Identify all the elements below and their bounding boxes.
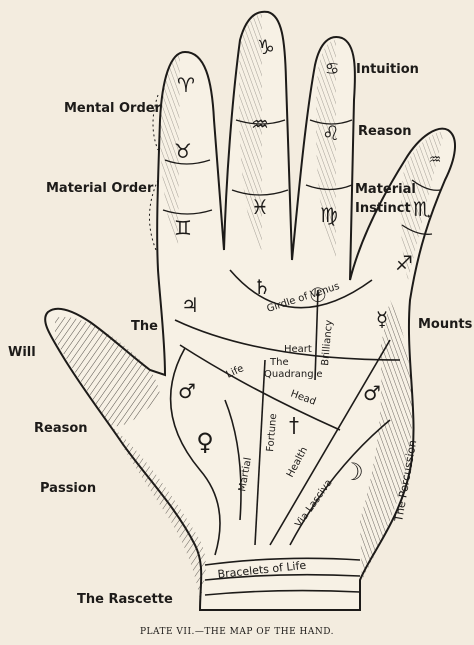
saturn-icon: ♄ (253, 275, 271, 299)
finger-joints (162, 119, 441, 235)
will-label: Will (8, 345, 36, 360)
dagger-icon: † (289, 413, 299, 437)
life-line (169, 347, 221, 556)
plate-caption: PLATE VII.—THE MAP OF THE HAND. (140, 627, 334, 637)
hand-outline (44, 10, 456, 611)
heart-label: Heart (284, 344, 312, 355)
aquarius-middle-icon: ♒ (251, 112, 269, 136)
moon-icon: ☽ (342, 458, 364, 486)
gemini-icon: ♊ (174, 216, 192, 240)
reason-top-label: Reason (358, 124, 412, 139)
quadrangle-label-1: The (269, 357, 289, 368)
intuition-label: Intuition (356, 62, 419, 77)
rascette-label: The Rascette (77, 592, 173, 607)
fortune-label: Fortune (265, 413, 279, 452)
mars-lower-icon: ♂ (363, 381, 381, 405)
head-line (179, 344, 341, 431)
pisces-icon: ♓ (251, 195, 269, 219)
venus-icon: ♀ (196, 428, 214, 456)
passion-label: Passion (40, 481, 96, 496)
sun-icon: ☉ (309, 283, 327, 307)
jupiter-icon: ♃ (181, 293, 199, 317)
girdle-of-venus-line (229, 269, 373, 309)
scorpio-icon: ♏ (413, 197, 431, 221)
aquarius-icon: ♋ (325, 59, 339, 78)
brilliancy-line (314, 289, 319, 381)
material-instinct-label-1: Material (355, 182, 416, 197)
reason-left-label: Reason (34, 421, 88, 436)
heart-line (174, 319, 401, 361)
sagittarius-icon: ♐ (395, 251, 413, 275)
mounts-label: Mounts (418, 317, 473, 332)
via-lasciva-line (289, 419, 391, 546)
the-label: The (131, 319, 158, 334)
mental-order-label: Mental Order (64, 101, 162, 116)
leo-icon: ♌ (322, 121, 340, 145)
mars-upper-icon: ♂ (178, 379, 196, 403)
bracelet-line-3 (204, 589, 361, 596)
aries-icon: ♈ (177, 73, 195, 97)
health-line (269, 339, 391, 546)
palm-shading-right (360, 300, 413, 580)
bracelet-line-2 (204, 573, 361, 581)
capricorn-icon: ♑ (257, 35, 275, 59)
material-order-label: Material Order (46, 181, 154, 196)
mercury-icon: ☿ (376, 307, 388, 331)
virgo-icon: ♍ (320, 203, 338, 227)
bracket-arcs (148, 94, 159, 251)
taurus-icon: ♉ (174, 139, 192, 163)
thumb-shading (55, 316, 160, 427)
martial-line (224, 399, 242, 521)
pisces-top-icon: ♒ (429, 152, 442, 168)
palm-lines (169, 269, 401, 596)
brilliancy-label: Brilliancy (320, 319, 335, 366)
quadrangle-label-2: Quadrangle (264, 369, 323, 380)
fortune-line (254, 359, 266, 546)
bracelet-line-1 (204, 557, 361, 566)
material-instinct-label-2: Instinct (355, 201, 411, 216)
